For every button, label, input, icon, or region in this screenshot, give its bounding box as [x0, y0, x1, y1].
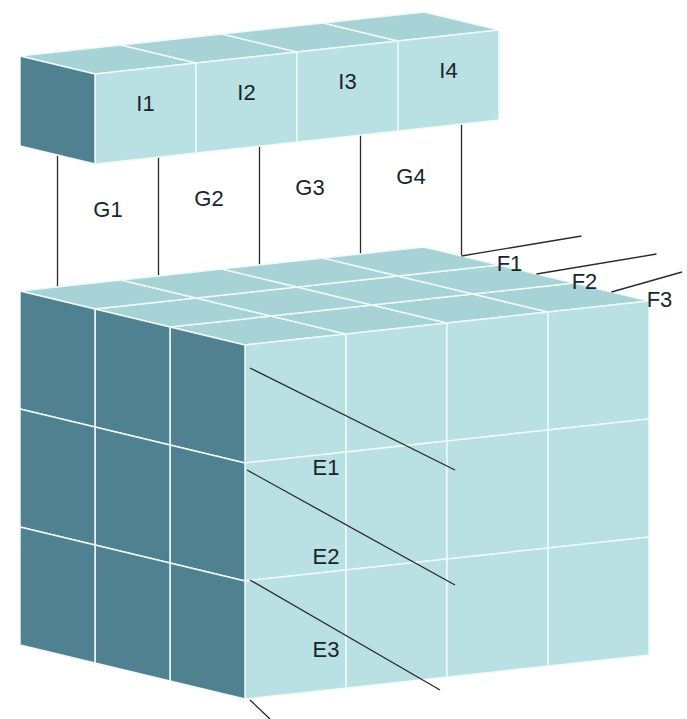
leader-line [247, 470, 455, 585]
raised-cube-front [297, 41, 398, 142]
dimension-label: G2 [194, 187, 223, 211]
raised-cube-side [20, 56, 95, 164]
dimension-label: G3 [295, 176, 324, 200]
dimension-label: E1 [313, 456, 340, 480]
leader-line [250, 700, 270, 719]
dimension-label: G1 [93, 198, 122, 222]
cube-side-cell [170, 563, 245, 699]
leader-line [461, 111, 462, 256]
dimension-label: E3 [313, 638, 340, 662]
cube-label: I2 [237, 81, 255, 105]
cube-top-cell [323, 247, 499, 276]
cube-box: I3 [334, 68, 360, 96]
cube-label: I4 [439, 59, 457, 83]
cube-side-cell [20, 527, 95, 663]
cube-front-cell [245, 334, 346, 463]
cube-side-cell [20, 409, 95, 545]
cube-front-cell [346, 559, 447, 688]
cube-front-cell [447, 548, 548, 677]
dimension-label: F3 [647, 288, 673, 312]
leader-line [250, 580, 440, 690]
raised-cube-front [196, 52, 297, 153]
leader-line [360, 122, 361, 267]
dimension-label: E2 [313, 545, 340, 569]
cube-side-cell [95, 427, 170, 563]
cube-front-cell [548, 301, 649, 430]
leader-line [259, 133, 260, 278]
cube-box: I4 [435, 57, 461, 85]
cube-label: I1 [136, 92, 154, 116]
cube-box: I2 [233, 79, 259, 107]
leader-line [158, 144, 159, 289]
raised-cube-front [95, 63, 196, 164]
cube-side-cell [170, 327, 245, 463]
dimension-label: G4 [396, 165, 425, 189]
dimension-label: F1 [497, 252, 523, 276]
leader-line [57, 155, 58, 300]
cube-label: I3 [338, 70, 356, 94]
cube-side-cell [95, 545, 170, 681]
cube-front-cell [548, 537, 649, 666]
cube-front-cell [346, 441, 447, 570]
cube-front-cell [447, 430, 548, 559]
cube-front-cell [346, 323, 447, 452]
cube-box: I1 [132, 90, 158, 118]
cube-side-cell [20, 291, 95, 427]
cube-front-cell [548, 419, 649, 548]
raised-cube-front [398, 30, 499, 131]
cube-front-cell [447, 312, 548, 441]
cube-side-cell [170, 445, 245, 581]
dimension-label: F2 [572, 270, 598, 294]
cube-side-cell [95, 309, 170, 445]
leader-line [250, 368, 455, 470]
cube-front-cell [245, 570, 346, 699]
